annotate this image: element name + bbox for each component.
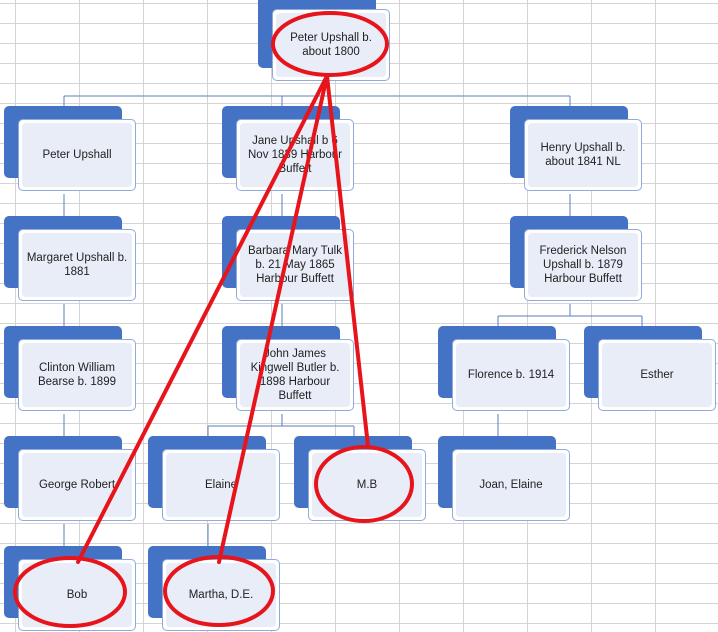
circle-peter-upshall-1800 xyxy=(271,11,389,77)
node-joan-elaine[interactable]: Joan, Elaine xyxy=(438,436,570,521)
node-margaret-upshall[interactable]: Margaret Upshall b. 1881 xyxy=(4,216,136,301)
node-label: Joan, Elaine xyxy=(456,453,566,517)
node-florence[interactable]: Florence b. 1914 xyxy=(438,326,570,411)
node-label: Florence b. 1914 xyxy=(456,343,566,407)
node-peter-upshall[interactable]: Peter Upshall xyxy=(4,106,136,191)
circle-bob xyxy=(13,556,127,628)
node-label: John James Kingwell Butler b. 1898 Harbo… xyxy=(240,343,350,407)
node-label: Esther xyxy=(602,343,712,407)
node-henry-upshall[interactable]: Henry Upshall b. about 1841 NL xyxy=(510,106,642,191)
node-frederick-nelson-upshall[interactable]: Frederick Nelson Upshall b. 1879 Harbour… xyxy=(510,216,642,301)
arrow-to-bob xyxy=(76,74,329,564)
node-label: Clinton William Bearse b. 1899 xyxy=(22,343,132,407)
node-esther[interactable]: Esther xyxy=(584,326,716,411)
node-label: George Robert xyxy=(22,453,132,517)
arrow-to-mb xyxy=(325,74,370,448)
arrow-to-martha xyxy=(217,74,329,564)
node-label: Henry Upshall b. about 1841 NL xyxy=(528,123,638,187)
node-label: Margaret Upshall b. 1881 xyxy=(22,233,132,297)
circle-mb xyxy=(314,445,414,523)
node-clinton-william-bearse[interactable]: Clinton William Bearse b. 1899 xyxy=(4,326,136,411)
node-label: Frederick Nelson Upshall b. 1879 Harbour… xyxy=(528,233,638,297)
node-label: Elaine xyxy=(166,453,276,517)
circle-martha xyxy=(163,555,275,627)
node-label: Peter Upshall xyxy=(22,123,132,187)
node-label: Barbara Mary Tulk b. 21 May 1865 Harbour… xyxy=(240,233,350,297)
node-george-robert[interactable]: George Robert xyxy=(4,436,136,521)
